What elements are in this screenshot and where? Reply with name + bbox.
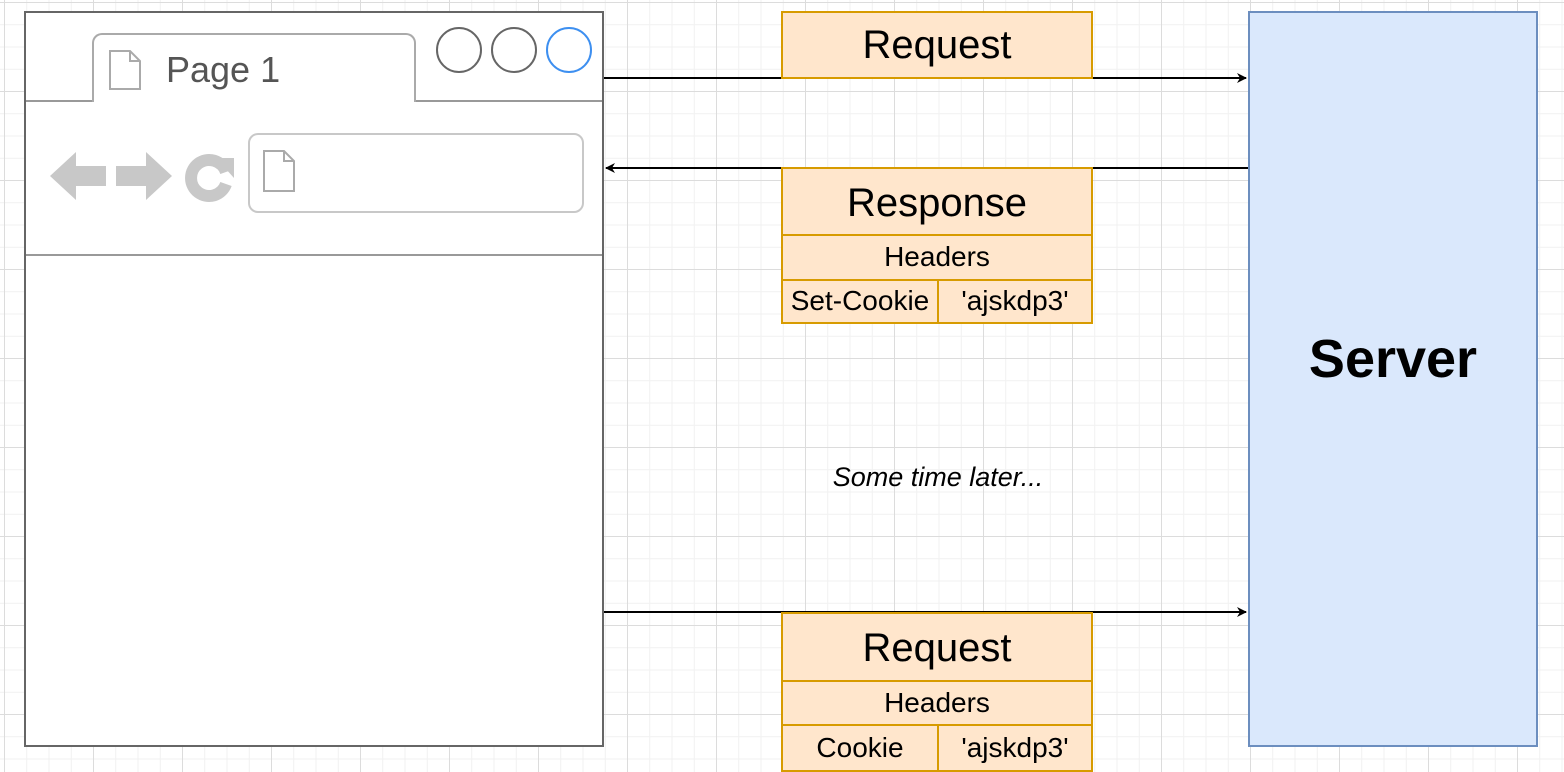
request-title-1: Request — [862, 23, 1012, 67]
request-cell-divider — [937, 724, 939, 770]
time-note: Some time later... — [832, 462, 1044, 492]
request-title-2: Request — [862, 626, 1012, 670]
tab-label: Page 1 — [166, 49, 281, 90]
window-control-3[interactable] — [546, 27, 592, 73]
reload-icon[interactable] — [182, 150, 236, 204]
response-box: Response Headers Set-Cookie 'ajskdp3' — [781, 167, 1093, 324]
browser-nav-bar — [26, 102, 602, 256]
cookie-header-value: 'ajskdp3' — [961, 732, 1069, 763]
response-cell-divider — [937, 279, 939, 322]
response-divider-1 — [783, 234, 1091, 236]
cookie-header-name: Cookie — [816, 732, 904, 763]
document-icon — [109, 50, 141, 90]
request-headers-label: Headers — [884, 687, 990, 718]
browser-tab[interactable]: Page 1 — [92, 33, 416, 104]
server-box: Server — [1248, 11, 1538, 747]
request-divider-1 — [783, 680, 1091, 682]
browser-window: Page 1 — [24, 11, 604, 747]
document-icon — [263, 150, 295, 192]
set-cookie-header-value: 'ajskdp3' — [961, 285, 1069, 316]
set-cookie-header-name: Set-Cookie — [790, 285, 930, 316]
response-title: Response — [846, 181, 1028, 225]
request-box-2: Request Headers Cookie 'ajskdp3' — [781, 612, 1093, 772]
browser-content — [26, 256, 602, 745]
server-label: Server — [1308, 329, 1478, 389]
window-control-2[interactable] — [491, 27, 537, 73]
forward-arrow-icon[interactable] — [114, 150, 174, 202]
address-bar[interactable] — [248, 133, 584, 213]
response-headers-label: Headers — [884, 241, 990, 272]
window-control-1[interactable] — [436, 27, 482, 73]
back-arrow-icon[interactable] — [48, 150, 108, 202]
browser-tab-strip: Page 1 — [26, 13, 602, 104]
request-box-1: Request — [781, 11, 1093, 79]
